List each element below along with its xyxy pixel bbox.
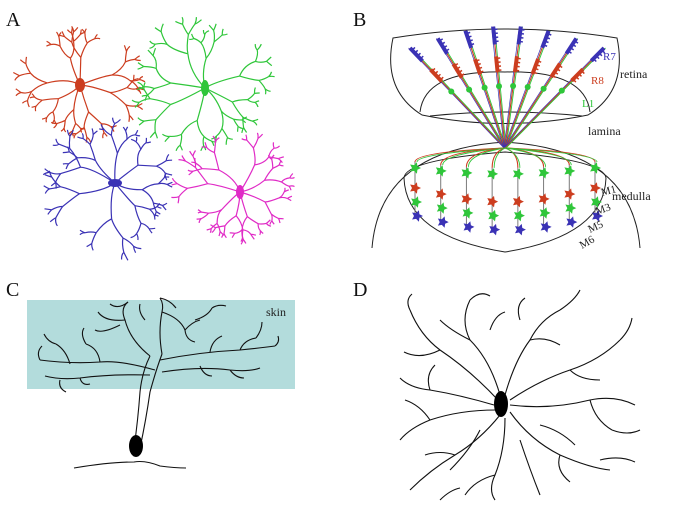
soma	[75, 78, 85, 92]
panel-a-letter: A	[6, 9, 21, 31]
label-r7: R7	[603, 51, 616, 63]
label-r8: R8	[591, 75, 604, 87]
sensory-neuron-c	[37, 297, 280, 469]
medulla-cells	[410, 162, 603, 236]
label-retina: retina	[620, 67, 648, 81]
l1-cell	[481, 84, 488, 91]
r7-cell	[436, 37, 449, 55]
photoreceptor-axons	[408, 26, 606, 168]
label-m1: M1	[600, 183, 618, 199]
medulla-outline	[371, 141, 641, 249]
label-m3: M3	[594, 201, 613, 218]
panel-d-letter: D	[353, 279, 367, 301]
neuron-magenta	[171, 132, 295, 245]
l1-cell	[496, 83, 502, 90]
neuron-blue	[42, 117, 173, 261]
panel-a: A	[6, 9, 295, 261]
soma-d	[494, 391, 508, 417]
lamina-l1-cells	[448, 83, 565, 95]
panel-b-letter: B	[353, 9, 366, 31]
neuron-d	[399, 289, 641, 501]
l1-cell	[524, 84, 531, 90]
skin-label: skin	[266, 305, 286, 319]
l1-cell	[558, 87, 565, 94]
l1-cell	[510, 83, 517, 89]
r8-cell	[473, 58, 483, 76]
soma	[236, 185, 244, 199]
neuron-green	[131, 16, 275, 152]
label-l1: L1	[582, 98, 594, 110]
l1-cell	[448, 88, 455, 95]
label-m5: M5	[586, 218, 605, 236]
photoreceptors	[408, 26, 606, 83]
panel-d: D	[353, 279, 641, 501]
soma	[108, 179, 122, 187]
l1-cell	[540, 85, 547, 92]
retina-outline	[390, 28, 620, 124]
panel-b: B retina lamina medulla R7 R8 L1 M1 M3 M…	[353, 9, 651, 253]
panel-c: C skin	[6, 279, 295, 469]
label-lamina: lamina	[588, 124, 621, 138]
medulla-inner	[403, 151, 607, 253]
retina-inner-arc	[419, 71, 591, 113]
panel-c-letter: C	[6, 279, 19, 301]
label-m6: M6	[578, 233, 598, 251]
l1-cell	[466, 86, 473, 93]
r8-cell	[512, 56, 519, 73]
lamina-arc	[429, 111, 583, 117]
soma	[201, 80, 209, 96]
neuron-red	[13, 26, 146, 143]
soma-c	[129, 435, 143, 457]
label-medulla: medulla	[612, 189, 651, 203]
